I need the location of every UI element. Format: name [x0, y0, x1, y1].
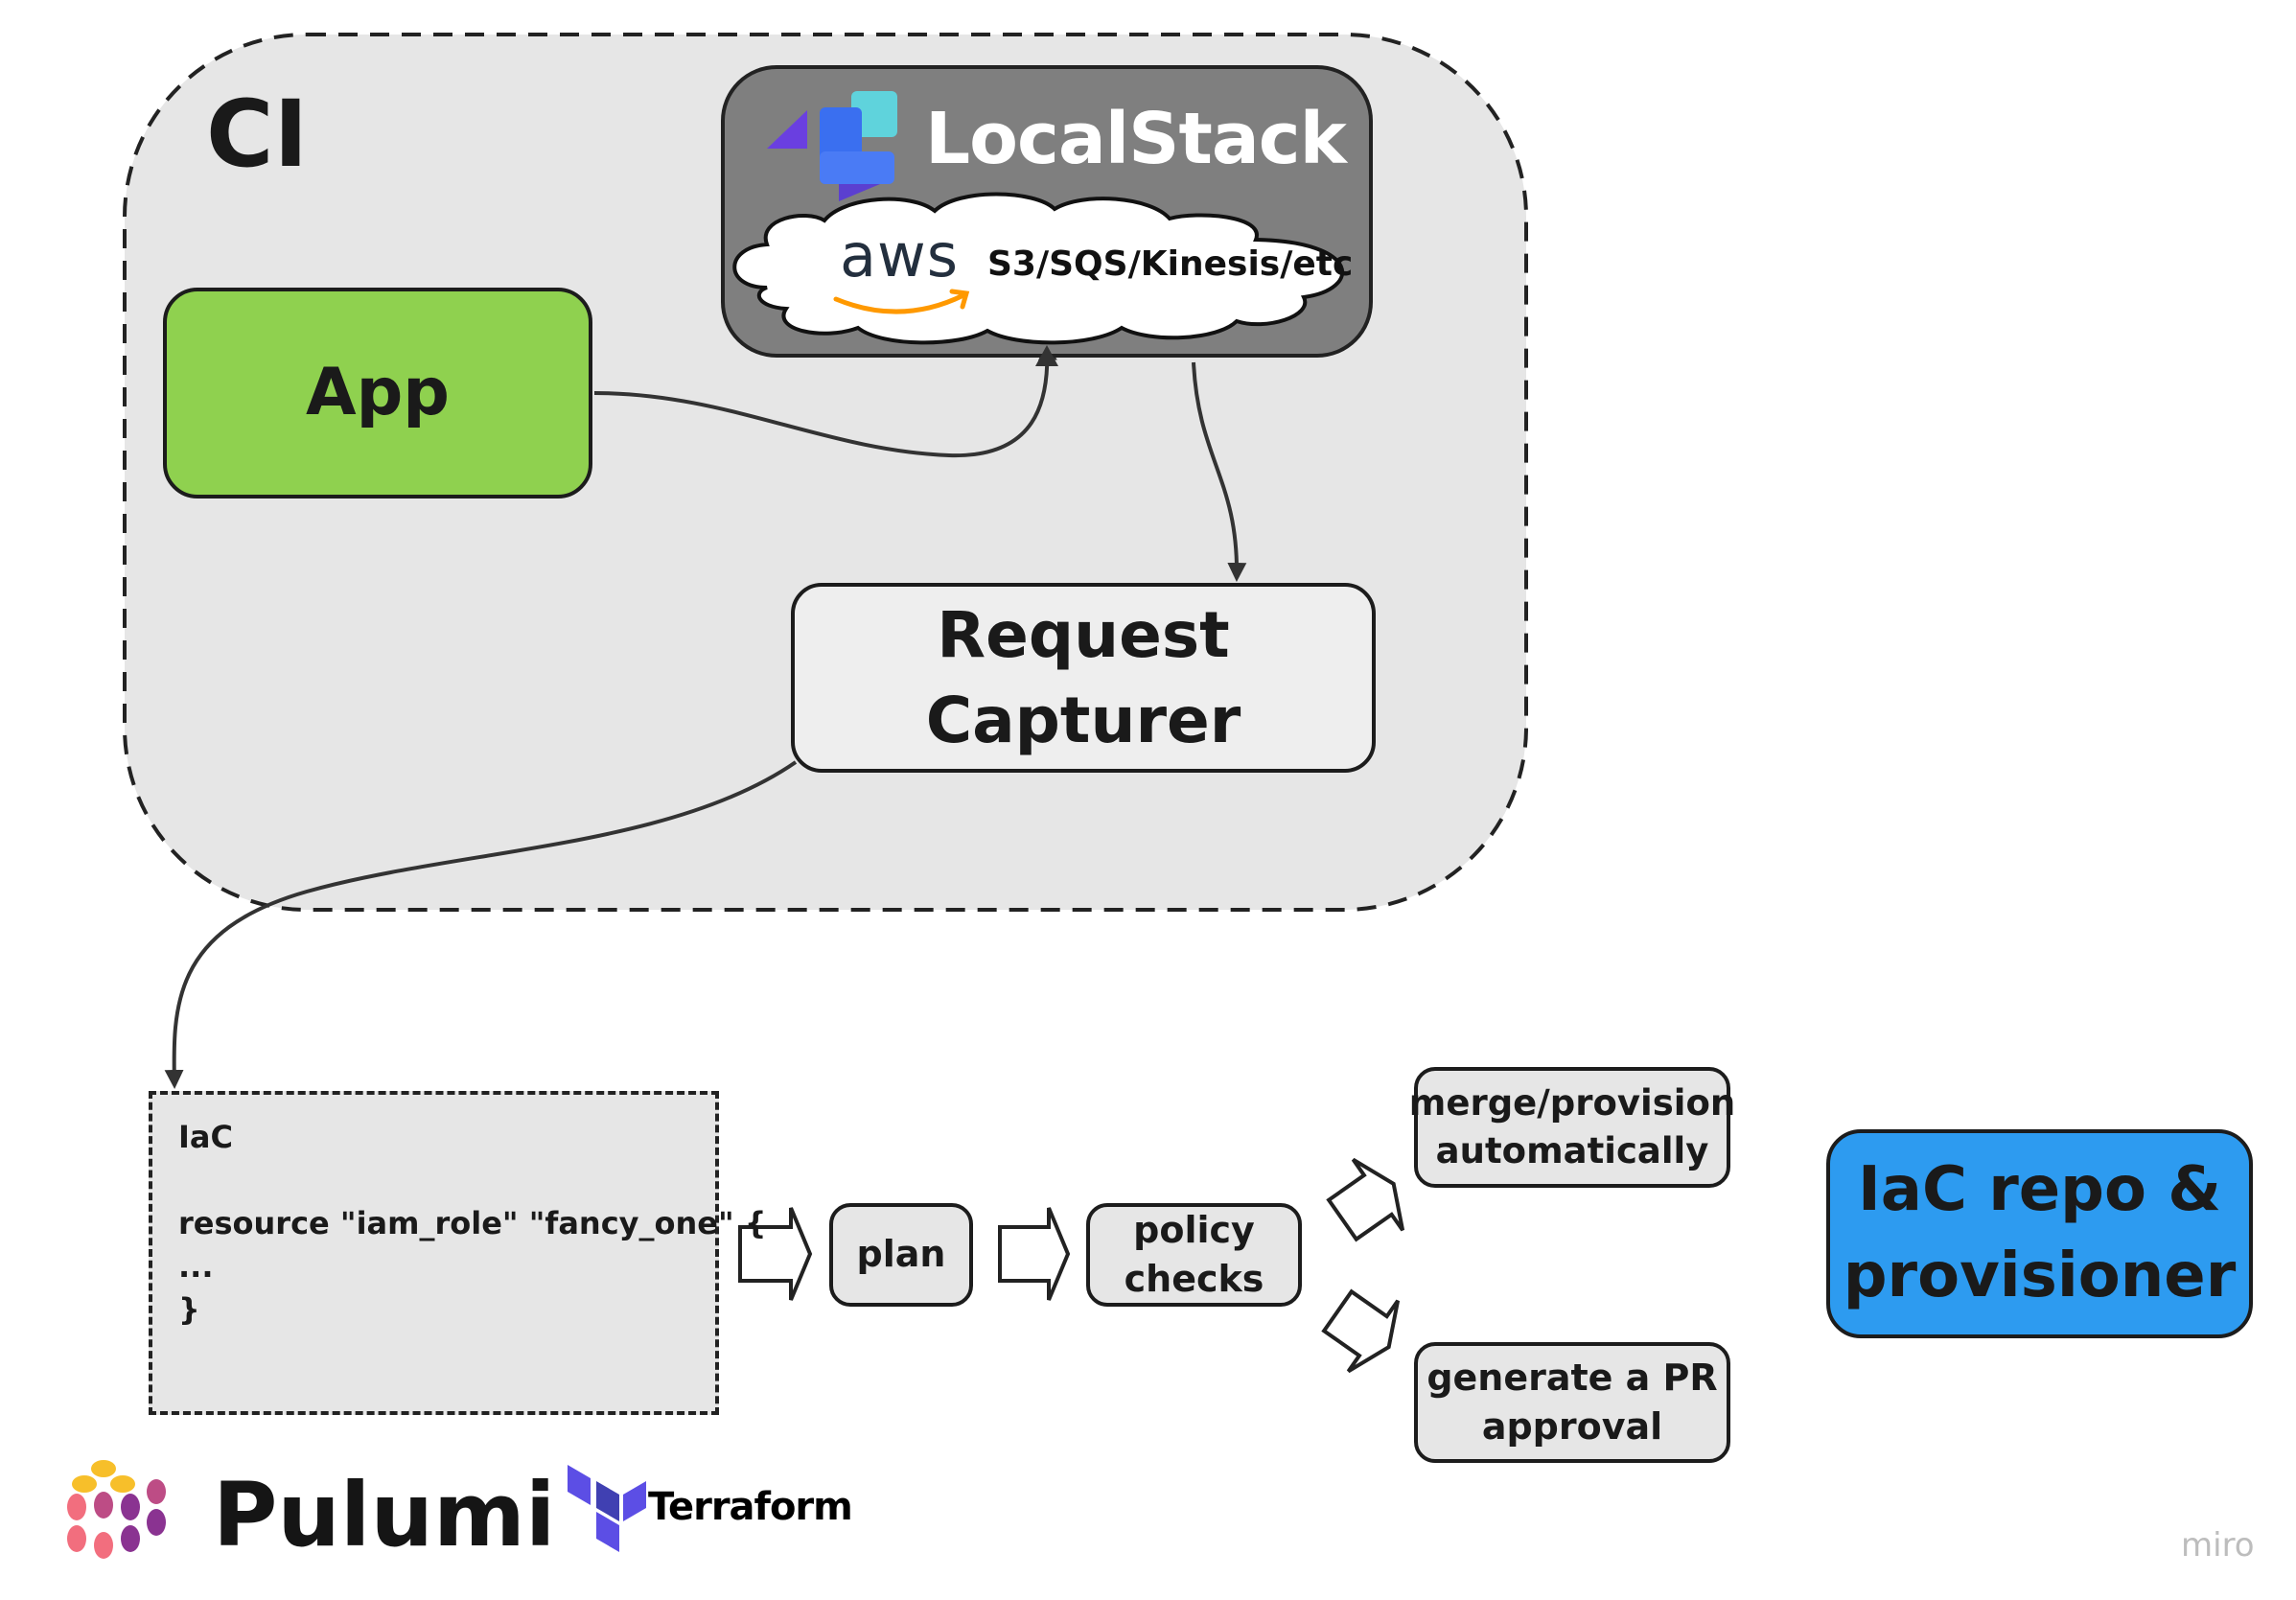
- aws-smile-icon: [833, 292, 966, 314]
- merge-provision-node[interactable]: merge/provision automatically: [1409, 1067, 1735, 1188]
- block-arrow-down-icon: [1321, 1288, 1401, 1374]
- localstack-title: LocalStack: [925, 98, 1347, 180]
- generate-pr-node[interactable]: generate a PR approval: [1414, 1342, 1730, 1463]
- localstack-logo-icon-overlay: [767, 91, 897, 201]
- pulumi-wordmark: Pulumi: [213, 1464, 556, 1566]
- arrowhead-icon: [1035, 345, 1058, 366]
- aws-wordmark: aws: [840, 220, 960, 290]
- terraform-wordmark: Terraform: [648, 1485, 853, 1529]
- block-arrow-up-icon: [1326, 1157, 1405, 1242]
- ci-title: CI: [206, 81, 309, 188]
- cloud-shape: [732, 192, 1344, 345]
- connector-app-to-localstack: [593, 341, 1057, 458]
- iac-code-box[interactable]: IaC resource "iam_role" "fancy_one" { ..…: [149, 1091, 767, 1415]
- miro-watermark: miro: [2181, 1526, 2255, 1565]
- policy-checks-node[interactable]: policy checks: [1086, 1203, 1302, 1307]
- request-capturer-node[interactable]: Request Capturer: [791, 583, 1376, 773]
- terraform-logo-icon: [568, 1465, 646, 1552]
- plan-node[interactable]: plan: [829, 1203, 973, 1307]
- aws-services-label: S3/SQS/Kinesis/etc: [987, 244, 1354, 284]
- app-node[interactable]: App: [163, 288, 592, 499]
- aws-smile-arrow-icon: [949, 289, 970, 310]
- pulumi-logo-icon: [67, 1460, 166, 1559]
- block-arrow-icon: [998, 1207, 1071, 1301]
- iac-repo-node[interactable]: IaC repo & provisioner: [1826, 1129, 2253, 1338]
- block-arrow-icon: [738, 1207, 813, 1301]
- connector-localstack-to-capturer: [1192, 361, 1247, 582]
- connector-capturer-to-iac: [164, 760, 798, 1089]
